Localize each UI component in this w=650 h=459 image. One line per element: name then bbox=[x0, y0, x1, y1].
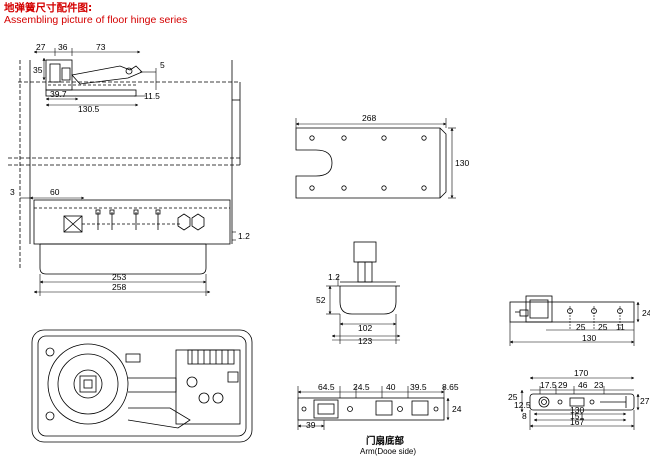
dim-39-5: 39.5 bbox=[410, 382, 427, 392]
dim-arm-24: 24 bbox=[642, 308, 650, 318]
dim-27: 27 bbox=[36, 42, 46, 52]
dim-b-130: 130 bbox=[570, 405, 584, 415]
dim-151: 151 bbox=[570, 411, 584, 421]
dim-arm-25a: 25 bbox=[576, 322, 586, 332]
dim-17-5: 17.5 bbox=[540, 380, 557, 390]
label-door-side-cn: 门扇底部 bbox=[366, 435, 405, 447]
dim-24-5: 24.5 bbox=[353, 382, 370, 392]
dim-arm-130: 130 bbox=[582, 333, 596, 343]
dim-130: 130 bbox=[455, 158, 469, 168]
arm-door-side-view bbox=[297, 386, 450, 430]
dim-35: 35 bbox=[33, 65, 43, 75]
dim-60: 60 bbox=[50, 187, 60, 197]
label-door-side-en: Arm(Dooe side) bbox=[360, 447, 416, 456]
dim-5: 5 bbox=[160, 60, 165, 70]
dim-73: 73 bbox=[96, 42, 106, 52]
dim-pivot-1-2: 1.2 bbox=[328, 272, 340, 282]
dim-167: 167 bbox=[570, 417, 584, 427]
front-view bbox=[8, 60, 241, 296]
dim-b-25: 25 bbox=[508, 392, 518, 402]
dim-23: 23 bbox=[594, 380, 604, 390]
pivot-cap-view bbox=[326, 241, 401, 344]
dim-8-65: 8.65 bbox=[442, 382, 459, 392]
plate-top-view bbox=[295, 118, 456, 199]
dim-11-5: 11.5 bbox=[144, 91, 160, 101]
dim-170: 170 bbox=[574, 368, 588, 378]
title-en: Assembling picture of floor hinge series bbox=[4, 14, 188, 26]
dim-door-24: 24 bbox=[452, 404, 462, 414]
side-view bbox=[18, 48, 240, 107]
dim-130-5: 130.5 bbox=[78, 104, 100, 114]
dim-8: 8 bbox=[522, 411, 527, 421]
dim-52: 52 bbox=[316, 295, 326, 305]
dim-102: 102 bbox=[358, 323, 372, 333]
bottom-arm-view bbox=[520, 376, 640, 430]
dim-123: 123 bbox=[358, 336, 372, 346]
dim-64-5: 64.5 bbox=[318, 382, 335, 392]
dim-268: 268 bbox=[362, 113, 376, 123]
dim-arm-11: 11 bbox=[616, 322, 625, 332]
dim-29: 29 bbox=[558, 380, 568, 390]
dim-12-5: 12.5 bbox=[514, 400, 531, 410]
dim-36: 36 bbox=[58, 42, 68, 52]
bottom-plan-view bbox=[31, 329, 253, 443]
dim-27b: 27 bbox=[640, 396, 650, 406]
dim-39-7: 39.7 bbox=[50, 89, 67, 99]
title-cn: 地弹簧尺寸配件图: bbox=[4, 2, 93, 14]
dim-1-2: 1.2 bbox=[238, 231, 250, 241]
dim-39: 39 bbox=[306, 420, 316, 430]
dim-40: 40 bbox=[386, 382, 396, 392]
dim-arm-25b: 25 bbox=[598, 322, 608, 332]
dim-3: 3 bbox=[10, 187, 15, 197]
dim-46: 46 bbox=[578, 380, 588, 390]
dim-253: 253 bbox=[112, 272, 126, 282]
dim-258: 258 bbox=[112, 282, 126, 292]
right-arm-view bbox=[509, 295, 640, 346]
